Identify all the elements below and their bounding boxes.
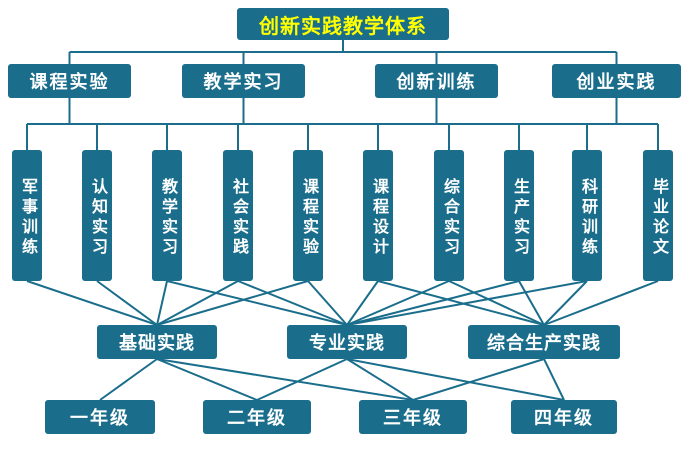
- node-innovation-practice-teaching-system: 创新实践教学体系: [237, 8, 449, 40]
- node-production-internship: 生产实习: [504, 150, 534, 281]
- node-course-design: 课程设计: [363, 150, 393, 281]
- node-innovation-training: 创新训练: [375, 64, 498, 98]
- node-military-training: 军事训练: [12, 150, 42, 281]
- node-entrepreneurship-practice: 创业实践: [552, 64, 681, 98]
- node-basic-practice: 基础实践: [97, 325, 217, 359]
- node-grade-3: 三年级: [359, 400, 467, 434]
- node-research-training: 科研训练: [572, 150, 602, 281]
- node-grade-2: 二年级: [203, 400, 311, 434]
- node-comprehensive-production-practice: 综合生产实践: [468, 325, 620, 359]
- node-grade-1: 一年级: [45, 400, 155, 434]
- node-social-practice: 社会实践: [223, 150, 253, 281]
- node-course-experiment: 课程实验: [8, 64, 131, 98]
- node-comprehensive-internship: 综合实习: [434, 150, 464, 281]
- node-cognition-internship: 认知实习: [82, 150, 112, 281]
- node-professional-practice: 专业实践: [287, 325, 407, 359]
- node-graduation-thesis: 毕业论文: [643, 150, 673, 281]
- node-course-experiment-vertical: 课程实验: [293, 150, 323, 281]
- node-teaching-internship-vertical: 教学实习: [152, 150, 182, 281]
- node-grade-4: 四年级: [511, 400, 617, 434]
- node-teaching-internship: 教学实习: [182, 64, 305, 98]
